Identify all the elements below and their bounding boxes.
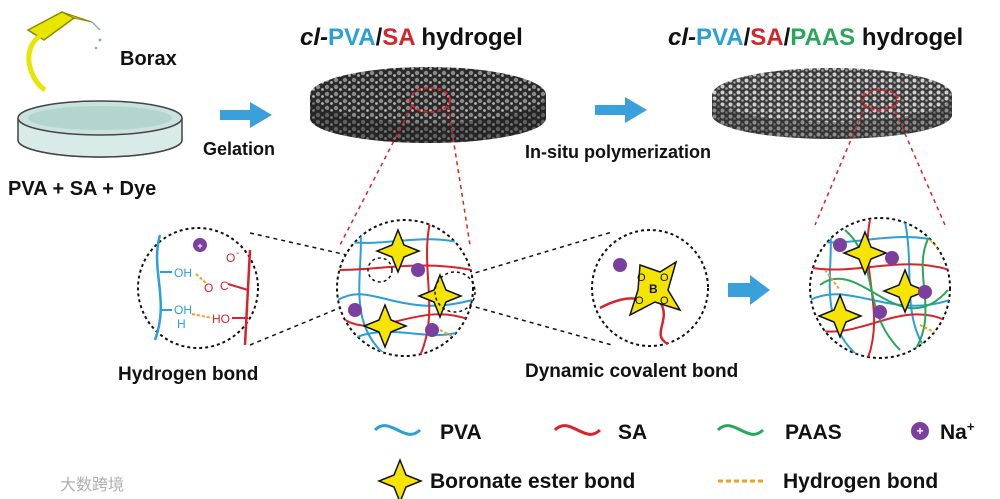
chem-o-br: O bbox=[660, 295, 669, 307]
gel2-sep2: / bbox=[784, 24, 791, 51]
na-ion-icon bbox=[425, 323, 439, 337]
boronate-star-icon bbox=[416, 272, 464, 320]
na-ion-icon bbox=[833, 238, 847, 252]
network-arrow bbox=[728, 275, 770, 305]
gel1-title: cl-PVA/SA hydrogel bbox=[300, 24, 523, 51]
gel2-pva: PVA bbox=[696, 24, 744, 51]
legend-na-icon bbox=[911, 422, 929, 440]
legend-na-sup: + bbox=[967, 419, 975, 434]
zoom-lines bbox=[339, 103, 946, 246]
dynamic-bond-caption: Dynamic covalent bond bbox=[525, 361, 738, 382]
gel2-title: cl-PVA/SA/PAAS hydrogel bbox=[668, 24, 963, 51]
gel2-suffix: hydrogel bbox=[855, 24, 963, 51]
boronate-star-icon bbox=[628, 260, 682, 317]
gel1-suffix: hydrogel bbox=[415, 24, 523, 51]
chem-o-bl: O bbox=[635, 295, 644, 307]
chem-b: B bbox=[649, 282, 658, 296]
chem-o-tl: O bbox=[637, 272, 646, 284]
gel1-sa: SA bbox=[382, 24, 415, 51]
chem-oh1: OH bbox=[174, 266, 192, 280]
chem-minus-sign: - bbox=[236, 248, 239, 259]
legend-boronate-star-icon bbox=[376, 457, 424, 499]
legend-sa-swatch bbox=[553, 424, 602, 436]
legend-hbond-label: Hydrogen bond bbox=[783, 470, 938, 493]
polymerization-arrow bbox=[595, 97, 647, 123]
chem-c: C bbox=[220, 279, 229, 293]
legend-paas-label: PAAS bbox=[785, 421, 842, 444]
na-ion-icon bbox=[613, 258, 627, 272]
gel1-zoom-marker bbox=[409, 87, 451, 113]
gel2-prefix: cl- bbox=[668, 24, 696, 51]
gel2-disc bbox=[712, 68, 952, 139]
legend: PVA SA PAAS + Na+ Boronate ester bond Hy… bbox=[373, 419, 975, 499]
gelation-label: Gelation bbox=[203, 139, 275, 159]
boronate-star-icon bbox=[881, 267, 929, 315]
gelation-arrow bbox=[220, 102, 272, 128]
chem-o-left: O bbox=[204, 281, 213, 295]
gel1-disc bbox=[310, 67, 546, 143]
chem-o-tr: O bbox=[660, 272, 669, 284]
chem-o-minus: O bbox=[226, 251, 235, 265]
chem-h: H bbox=[177, 317, 186, 331]
na-ion-icon bbox=[411, 263, 425, 277]
chem-oh2: OH bbox=[174, 303, 192, 317]
gel2-paas: PAAS bbox=[790, 24, 855, 51]
gel2-sa: SA bbox=[750, 24, 783, 51]
hydrogen-bond-caption: Hydrogen bond bbox=[118, 364, 258, 385]
boronate-star-icon bbox=[816, 292, 864, 340]
na-ion-icon bbox=[885, 251, 899, 265]
in-situ-label: In-situ polymerization bbox=[525, 142, 711, 162]
legend-boronate-label: Boronate ester bond bbox=[430, 470, 635, 493]
gel1-prefix: cl- bbox=[300, 24, 328, 51]
na-ion-icon bbox=[918, 285, 932, 299]
legend-sa-label: SA bbox=[618, 421, 647, 444]
legend-na-plus-icon: + bbox=[916, 424, 923, 438]
hydrogen-bond-circle: + bbox=[137, 227, 259, 349]
dropper-icon bbox=[26, 11, 102, 93]
legend-paas-swatch bbox=[716, 424, 765, 436]
legend-pva-label: PVA bbox=[440, 421, 482, 444]
gel1-pva: PVA bbox=[328, 24, 376, 51]
mixture-label: PVA + SA + Dye bbox=[8, 178, 156, 200]
na-ion-icon bbox=[193, 238, 207, 252]
dynamic-bond-circle bbox=[591, 229, 709, 347]
legend-na-text: Na bbox=[940, 421, 967, 444]
chem-ho: HO bbox=[212, 312, 230, 326]
gel1-sep1: / bbox=[376, 24, 383, 51]
na-ion-icon bbox=[348, 303, 362, 317]
petri-dish bbox=[17, 100, 183, 158]
watermark-text: 大数跨境 bbox=[60, 475, 124, 494]
boronate-star-icon bbox=[841, 229, 889, 277]
network-circle-2 bbox=[809, 217, 951, 359]
boronate-star-icon bbox=[374, 227, 422, 275]
na-plus-icon: + bbox=[197, 241, 202, 251]
legend-pva-swatch bbox=[373, 424, 422, 436]
gel2-sep1: / bbox=[744, 24, 751, 51]
network-circle-1 bbox=[336, 219, 476, 357]
boronate-star-icon bbox=[361, 302, 409, 350]
na-ion-icon bbox=[873, 305, 887, 319]
borax-label: Borax bbox=[120, 48, 177, 70]
legend-na-label: Na+ bbox=[940, 419, 975, 444]
gel2-zoom-marker bbox=[861, 89, 899, 111]
